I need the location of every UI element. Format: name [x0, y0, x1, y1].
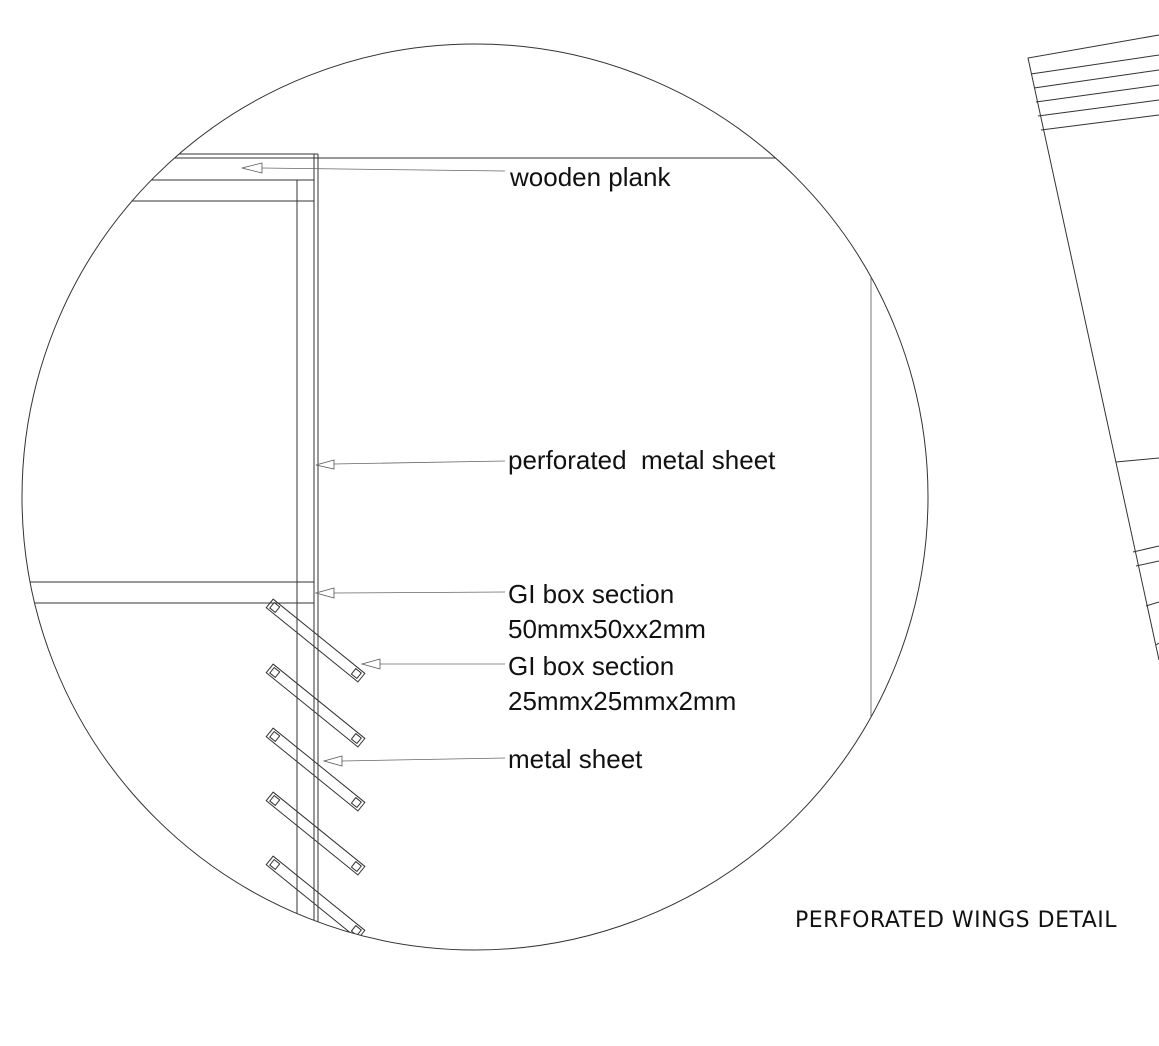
- label-metal-sheet: metal sheet: [508, 744, 643, 774]
- adjacent-elevation-fragment: [1027, 34, 1159, 661]
- label-gi-box-large-line1: GI box section: [508, 579, 674, 609]
- leader-lines: [241, 162, 506, 767]
- label-gi-box-small-line1: GI box section: [508, 651, 674, 681]
- detail-construction: [22, 153, 872, 950]
- detail-circle: [21, 43, 929, 951]
- drawing-title: PERFORATED WINGS DETAIL: [795, 908, 1117, 933]
- label-perforated-metal-sheet: perforated metal sheet: [508, 445, 776, 475]
- label-gi-box-large-line2: 50mmx50xx2mm: [508, 614, 706, 644]
- label-gi-box-small-line2: 25mmx25mmx2mm: [508, 686, 736, 716]
- louvre-fins: [265, 598, 366, 940]
- label-wooden-plank: wooden plank: [509, 162, 671, 192]
